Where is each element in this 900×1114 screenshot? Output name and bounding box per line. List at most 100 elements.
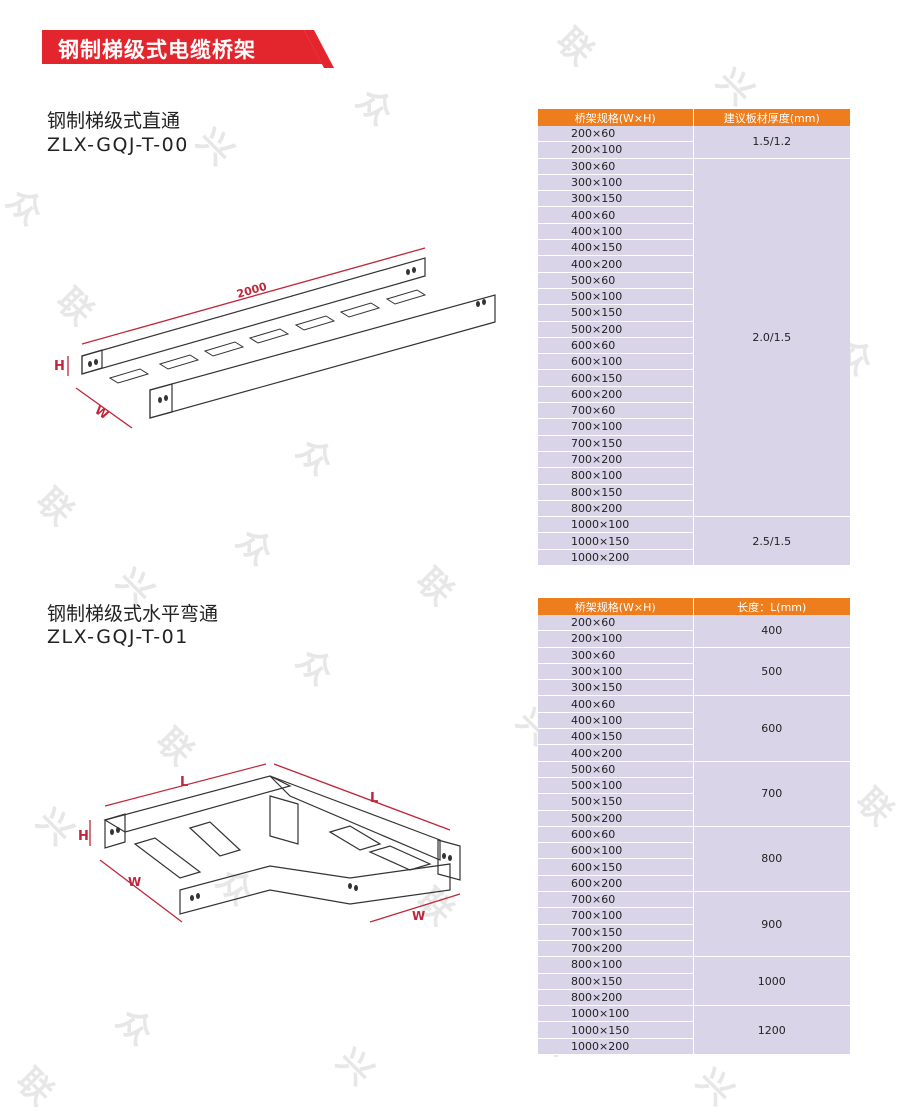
spec-cell: 500×150 xyxy=(538,304,694,322)
watermark-glyph: 联 xyxy=(848,780,900,834)
spec-cell: 500×150 xyxy=(538,793,694,811)
spec-cell: 300×150 xyxy=(538,679,694,697)
table-row: 400×100 xyxy=(538,223,850,241)
spec-cell: 500×200 xyxy=(538,321,694,338)
table-row: 500×200 xyxy=(538,810,850,827)
table-row: 400×200 xyxy=(538,255,850,273)
horizontal-bend-drawing: L L H W W xyxy=(78,763,461,923)
section1-code: ZLX-GQJ-T-00 xyxy=(47,134,189,156)
spec-cell: 400×150 xyxy=(538,239,694,257)
watermark-glyph: 众 xyxy=(288,640,341,694)
spec-cell: 600×60 xyxy=(538,826,694,844)
table-row: 700×60 xyxy=(538,402,850,420)
table-row: 1000×150 xyxy=(538,1021,850,1039)
spec-cell: 800×150 xyxy=(538,973,694,990)
watermark-glyph: 兴 xyxy=(188,120,241,174)
spec-cell: 300×100 xyxy=(538,174,694,192)
spec-cell: 400×100 xyxy=(538,223,694,241)
table-row: 600×200 xyxy=(538,875,850,893)
value-cell: 1000 xyxy=(693,956,850,1007)
spec-cell: 600×150 xyxy=(538,369,694,387)
table-row: 800×200 xyxy=(538,989,850,1007)
table-row: 700×150 xyxy=(538,924,850,941)
table-row: 400×150 xyxy=(538,239,850,257)
width2-dimension-label: W xyxy=(412,909,425,923)
spec-cell: 700×60 xyxy=(538,891,694,909)
table-row: 500×150 xyxy=(538,304,850,322)
value-cell: 1200 xyxy=(693,1005,850,1056)
section2-title: 钢制梯级式水平弯通 xyxy=(47,603,219,625)
table-row: 400×150 xyxy=(538,728,850,746)
spec-cell: 1000×100 xyxy=(538,1005,694,1023)
spec-cell: 300×150 xyxy=(538,190,694,208)
watermark-glyph: 联 xyxy=(8,1060,61,1114)
table2-header-length: 长度：L(mm) xyxy=(693,598,850,615)
table-row: 800×150 xyxy=(538,484,850,501)
watermark-glyph: 联 xyxy=(408,560,461,614)
table-row: 1000×150 xyxy=(538,532,850,550)
spec-cell: 1000×150 xyxy=(538,1021,694,1039)
spec-cell: 500×60 xyxy=(538,272,694,289)
value-cell: 600 xyxy=(693,695,850,762)
table-row: 400×60 xyxy=(538,206,850,224)
table-row: 700×100 xyxy=(538,418,850,436)
table-row: 600×100 xyxy=(538,842,850,860)
banner-title: 钢制梯级式电缆桥架 xyxy=(58,38,256,62)
value-cell: 700 xyxy=(693,761,850,827)
table-row: 500×200 xyxy=(538,321,850,338)
spec-cell: 400×60 xyxy=(538,695,694,713)
spec-cell: 700×100 xyxy=(538,418,694,436)
spec-cell: 700×200 xyxy=(538,451,694,469)
spec-cell: 200×100 xyxy=(538,141,694,159)
spec-cell: 500×100 xyxy=(538,777,694,795)
spec-cell: 300×100 xyxy=(538,663,694,681)
table-row: 300×150 xyxy=(538,190,850,208)
table-row: 1000×200 xyxy=(538,549,850,567)
watermark-glyph: 众 xyxy=(108,1000,161,1054)
watermark-glyph: 联 xyxy=(548,20,601,74)
table-row: 600×100 xyxy=(538,353,850,371)
value-cell: 500 xyxy=(693,647,850,697)
table-row: 500×150 xyxy=(538,793,850,811)
length1-dimension-label: L xyxy=(180,775,188,790)
width-dimension-label: W xyxy=(92,403,111,422)
spec-cell: 600×200 xyxy=(538,386,694,404)
watermark-glyph: 众 xyxy=(348,80,401,134)
table-row: 700×150 xyxy=(538,435,850,452)
table-row: 300×150 xyxy=(538,679,850,697)
table-row: 700×200 xyxy=(538,451,850,469)
table-row: 800×200 xyxy=(538,500,850,518)
spec-cell: 700×150 xyxy=(538,924,694,941)
spec-cell: 800×100 xyxy=(538,956,694,974)
spec-cell: 400×200 xyxy=(538,744,694,762)
watermark-glyph: 兴 xyxy=(688,1060,741,1114)
table-row: 500×100 xyxy=(538,777,850,795)
spec-cell: 1000×100 xyxy=(538,516,694,534)
table-row: 800×150 xyxy=(538,973,850,990)
watermark-glyph: 兴 xyxy=(328,1040,381,1094)
spec-cell: 1000×150 xyxy=(538,532,694,550)
table-row: 400×200 xyxy=(538,744,850,762)
spec-cell: 600×100 xyxy=(538,842,694,860)
table1-header-thickness: 建议板材厚度(mm) xyxy=(693,109,850,126)
table2-header-spec: 桥架规格(W×H) xyxy=(538,598,694,615)
spec-cell: 600×100 xyxy=(538,353,694,371)
table-row: 1000×200 xyxy=(538,1038,850,1056)
spec-cell: 200×60 xyxy=(538,126,694,143)
spec-cell: 400×100 xyxy=(538,712,694,730)
spec-cell: 400×60 xyxy=(538,206,694,224)
spec-cell: 700×200 xyxy=(538,940,694,958)
table-row: 300×100 xyxy=(538,174,850,192)
spec-cell: 600×150 xyxy=(538,858,694,876)
value-cell: 800 xyxy=(693,826,850,893)
table-row: 600×150 xyxy=(538,858,850,876)
value-cell: 400 xyxy=(693,615,850,648)
spec-cell: 200×60 xyxy=(538,615,694,632)
table1-header-spec: 桥架规格(W×H) xyxy=(538,109,694,126)
watermark-glyph: 兴 xyxy=(708,60,761,114)
spec-cell: 800×150 xyxy=(538,484,694,501)
